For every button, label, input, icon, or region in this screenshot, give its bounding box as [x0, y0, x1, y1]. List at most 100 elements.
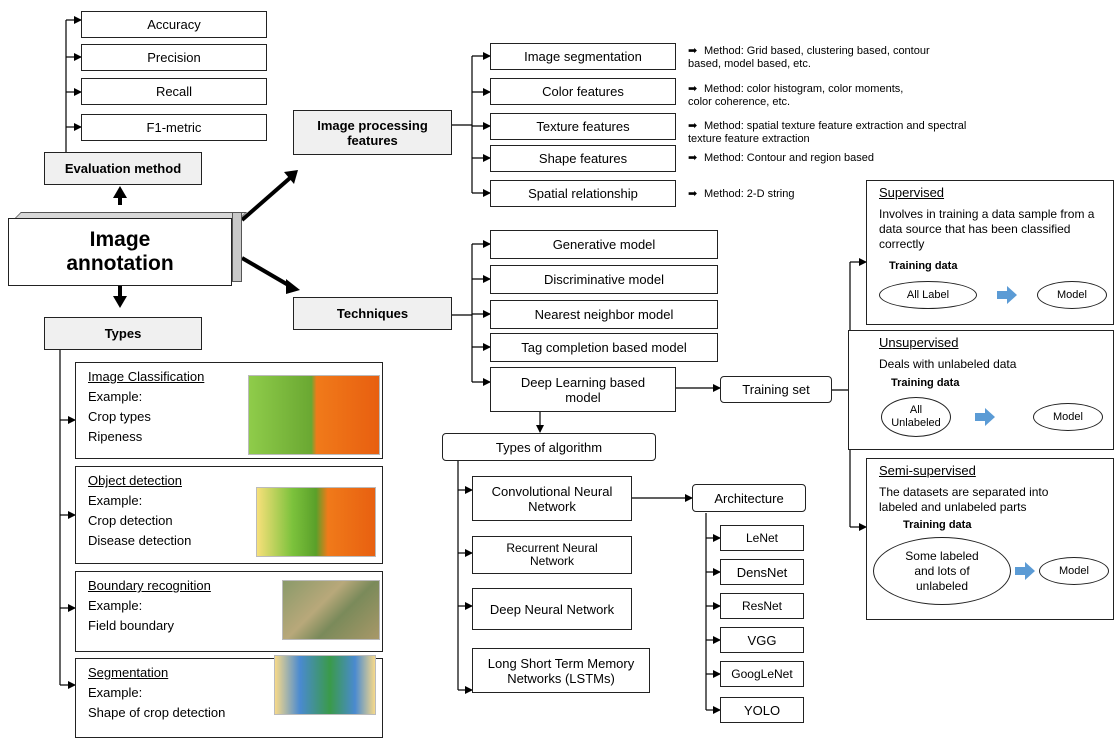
- feature-label: Spatial relationship: [528, 186, 638, 201]
- panel-supervised: Supervised Involves in training a data s…: [866, 180, 1114, 325]
- eval-accuracy-label: Accuracy: [147, 17, 201, 32]
- type-line: Ripeness: [88, 429, 143, 444]
- eval-recall-label: Recall: [155, 84, 193, 99]
- model-oval: Model: [1039, 557, 1109, 585]
- algorithm-label: Convolutional Neural Network: [491, 483, 613, 514]
- panel-title: Semi-supervised: [879, 463, 976, 478]
- arch-yolo: YOLO: [720, 697, 804, 723]
- technique-label: Nearest neighbor model: [534, 307, 674, 322]
- technique-tag-completion: Tag completion based model: [490, 333, 718, 362]
- method-note-segmentation: ➡Method: Grid based, clustering based, c…: [688, 45, 963, 71]
- eval-recall: Recall: [81, 78, 267, 105]
- panel-title: Unsupervised: [879, 335, 959, 350]
- panel-semi-supervised: Semi-supervised The datasets are separat…: [866, 458, 1114, 620]
- segmentation-image: [274, 655, 376, 715]
- technique-deep-learning: Deep Learning based model: [490, 367, 676, 412]
- panel-unsupervised: Unsupervised Deals with unlabeled data T…: [848, 330, 1114, 450]
- eval-precision-label: Precision: [147, 50, 201, 65]
- panel-description: Deals with unlabeled data: [879, 357, 1017, 371]
- oval-text: Model: [1053, 410, 1083, 423]
- feature-color: Color features: [490, 78, 676, 105]
- techniques-label: Techniques: [336, 306, 409, 321]
- technique-generative: Generative model: [490, 230, 718, 259]
- feature-label: Texture features: [536, 119, 630, 134]
- right-arrow-icon: ➡: [688, 152, 698, 164]
- apple-orange-image: [248, 375, 380, 455]
- types-box: Types: [44, 317, 202, 350]
- type-line: Crop types: [88, 409, 151, 424]
- type-card-classification: Image Classification Example: Crop types…: [75, 362, 383, 459]
- panel-description: The datasets are separated into labeled …: [879, 485, 1049, 514]
- architecture-box: Architecture: [692, 484, 806, 512]
- algorithm-rnn: Recurrent Neural Network: [472, 536, 632, 574]
- algorithm-types-box: Types of algorithm: [442, 433, 656, 461]
- method-note-color: ➡Method: color histogram, color moments,…: [688, 83, 908, 109]
- panel-title: Supervised: [879, 185, 945, 200]
- algorithm-label: Recurrent Neural Network: [506, 541, 598, 568]
- arch-label: ResNet: [741, 598, 782, 613]
- arch-vgg: VGG: [720, 627, 804, 653]
- image-annotation-label: Image annotation: [66, 228, 174, 275]
- type-line: Field boundary: [88, 618, 174, 633]
- oval-text: Some labeled and lots of unlabeled: [905, 548, 979, 593]
- feature-texture: Texture features: [490, 113, 676, 140]
- algorithm-lstm: Long Short Term Memory Networks (LSTMs): [472, 648, 650, 693]
- type-line: Example:: [88, 685, 143, 700]
- algorithm-types-label: Types of algorithm: [495, 439, 603, 455]
- technique-discriminative: Discriminative model: [490, 265, 718, 294]
- technique-label: Tag completion based model: [521, 340, 687, 355]
- type-title: Image Classification: [88, 369, 205, 384]
- type-line: Shape of crop detection: [88, 705, 226, 720]
- panel-description: Involves in training a data sample from …: [879, 207, 1095, 251]
- type-title: Boundary recognition: [88, 578, 211, 593]
- algorithm-dnn: Deep Neural Network: [472, 588, 632, 630]
- feature-label: Image segmentation: [524, 49, 642, 64]
- technique-nearest-neighbor: Nearest neighbor model: [490, 300, 718, 329]
- arch-googlenet: GoogLeNet: [720, 661, 804, 687]
- method-text: Method: 2-D string: [704, 188, 795, 200]
- right-arrow-icon: ➡: [688, 45, 698, 57]
- blue-arrow-icon: [975, 408, 995, 426]
- eval-precision: Precision: [81, 44, 267, 71]
- method-text: Method: Grid based, clustering based, co…: [688, 45, 930, 70]
- right-arrow-icon: ➡: [688, 120, 698, 132]
- blue-arrow-icon: [997, 286, 1017, 304]
- techniques-box: Techniques: [293, 297, 452, 330]
- oval-text: Model: [1057, 288, 1087, 301]
- type-title: Segmentation: [88, 665, 169, 680]
- method-note-shape: ➡ Method: Contour and region based: [688, 152, 938, 165]
- oval-text: All Label: [906, 288, 950, 301]
- right-arrow-icon: ➡: [688, 188, 698, 200]
- oval-text: All Unlabeled: [891, 404, 941, 429]
- training-set-label: Training set: [742, 382, 810, 397]
- arch-densnet: DensNet: [720, 559, 804, 585]
- algorithm-label: Deep Neural Network: [489, 601, 615, 617]
- type-line: Crop detection: [88, 513, 173, 528]
- method-note-spatial: ➡ Method: 2-D string: [688, 188, 848, 201]
- training-set-box: Training set: [720, 376, 832, 403]
- type-line: Disease detection: [88, 533, 192, 548]
- image-annotation-box: Image annotation: [8, 212, 247, 292]
- eval-accuracy: Accuracy: [81, 11, 267, 38]
- feature-spatial: Spatial relationship: [490, 180, 676, 207]
- method-text: Method: Contour and region based: [704, 152, 875, 164]
- training-data-label: Training data: [889, 260, 958, 272]
- feature-shape: Shape features: [490, 145, 676, 172]
- type-card-object-detection: Object detection Example: Crop detection…: [75, 466, 383, 564]
- image-processing-features-box: Image processing features: [293, 110, 452, 155]
- input-oval: Some labeled and lots of unlabeled: [873, 537, 1011, 605]
- type-title: Object detection: [88, 473, 182, 488]
- algorithm-label: Long Short Term Memory Networks (LSTMs): [487, 655, 635, 686]
- model-oval: Model: [1037, 281, 1107, 309]
- technique-label: Discriminative model: [544, 272, 664, 287]
- eval-f1: F1-metric: [81, 114, 267, 141]
- input-oval: All Unlabeled: [881, 397, 951, 437]
- input-oval: All Label: [879, 281, 977, 309]
- arch-label: LeNet: [745, 530, 779, 545]
- right-arrow-icon: ➡: [688, 83, 698, 95]
- arch-label: DensNet: [736, 564, 788, 580]
- method-text: Method: spatial texture feature extracti…: [688, 120, 967, 145]
- features-label: Image processing features: [317, 117, 428, 148]
- detection-image: [256, 487, 376, 557]
